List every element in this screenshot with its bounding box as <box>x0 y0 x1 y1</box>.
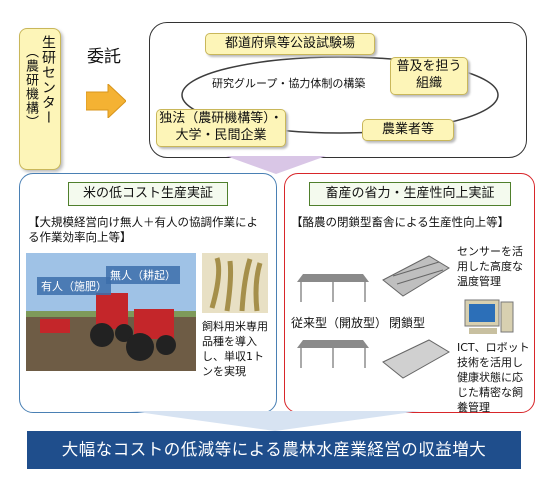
ict-text: ICT、ロボット技術を活用し健康状態に応じた精密な飼養管理 <box>457 341 530 414</box>
bottom-pointer <box>130 411 420 431</box>
center-name: 生研センター <box>40 35 56 125</box>
commission-label: 委託 <box>87 47 121 67</box>
node-prefectural-labs: 都道府県等公設試験場 <box>205 33 375 55</box>
node-farmers: 農業者等 <box>362 119 454 141</box>
open-barn-image <box>297 274 369 302</box>
rice-ear-photo <box>202 253 268 313</box>
livestock-subtitle: 【酪農の閉鎖型畜舎による生産性向上等】 <box>291 215 510 229</box>
unmanned-label: 無人（耕起） <box>106 266 180 284</box>
closed-barn-image-2 <box>382 339 450 379</box>
node-extension-org: 普及を担う組織 <box>390 57 468 95</box>
computer-icon <box>464 299 514 334</box>
research-center-box: 生研センター （農研機構） <box>19 28 61 170</box>
livestock-panel: 畜産の省力・生産性向上実証 【酪農の閉鎖型畜舎による生産性向上等】 従来型（開放… <box>284 173 535 414</box>
center-sub: （農研機構） <box>23 45 38 129</box>
right-arrow-icon <box>86 84 126 118</box>
sensor-text: センサーを活用した高度な温度管理 <box>457 245 523 288</box>
consortium-panel: 都道府県等公設試験場 普及を担う組織 農業者等 独法（農研機構等）・大学・民間企… <box>149 22 527 158</box>
bottom-banner: 大幅なコストの低減等による農林水産業経営の収益増大 <box>27 431 521 469</box>
closed-barn-image <box>382 255 450 297</box>
node-naro-univ: 独法（農研機構等）・大学・民間企業 <box>156 109 286 147</box>
livestock-title: 畜産の省力・生産性向上実証 <box>309 182 511 206</box>
rice-caption: 飼料用米専用品種を導入し、単収1トンを実現 <box>202 320 268 378</box>
rice-title: 米の低コスト生産実証 <box>68 182 228 206</box>
down-pointer <box>226 156 326 174</box>
rice-subtitle: 【大規模経営向け無人＋有人の協調作業による作業効率向上等】 <box>28 215 258 244</box>
open-barn-image-2 <box>297 340 369 368</box>
tractor-photo <box>26 253 196 371</box>
closed-label: 閉鎖型 <box>389 316 426 330</box>
rice-panel: 米の低コスト生産実証 【大規模経営向け無人＋有人の協調作業による作業効率向上等】… <box>19 173 277 413</box>
conventional-label: 従来型（開放型） <box>291 316 388 330</box>
consortium-center-text: 研究グループ・協力体制の構築 <box>212 77 366 90</box>
cycle-ellipse <box>181 56 499 134</box>
manned-label: 有人（施肥） <box>37 277 111 295</box>
